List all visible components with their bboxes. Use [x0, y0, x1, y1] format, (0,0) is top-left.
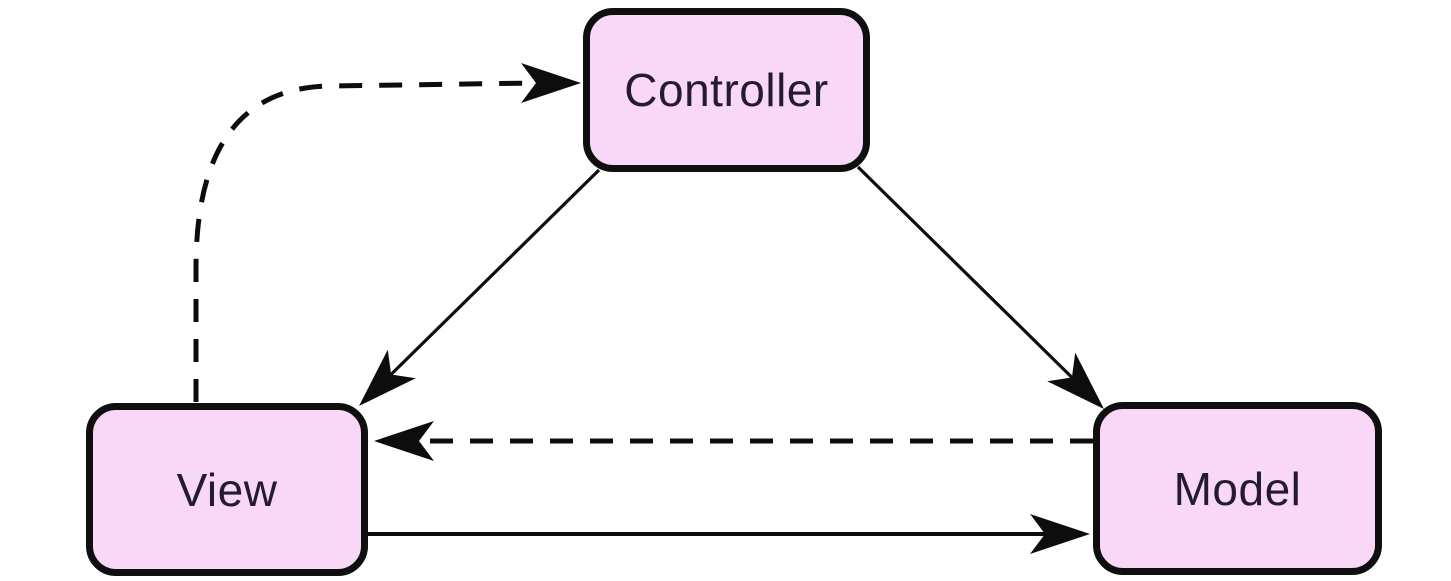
edge-view-to-controller — [193, 63, 581, 402]
node-controller-label: Controller — [624, 64, 829, 116]
edge-view-to-model — [368, 514, 1090, 554]
arrowhead-into-model-top — [1047, 352, 1104, 409]
edge-controller-to-model — [856, 165, 1104, 409]
node-model: Model — [1093, 402, 1382, 575]
node-controller: Controller — [583, 8, 870, 172]
arrowhead-into-model-left — [1030, 514, 1090, 554]
edge-controller-to-view-line — [389, 168, 601, 376]
node-view: View — [86, 403, 368, 576]
arrowhead-into-view-top — [359, 349, 416, 406]
node-view-label: View — [176, 463, 278, 516]
edge-view-to-controller-line — [193, 80, 537, 402]
node-model-label: Model — [1173, 462, 1302, 515]
edge-controller-to-model-line — [856, 165, 1074, 379]
edge-controller-to-view — [359, 168, 601, 406]
edge-model-to-view — [374, 421, 1093, 461]
arrowhead-into-controller — [521, 63, 581, 103]
arrowhead-into-view-right — [374, 421, 434, 461]
